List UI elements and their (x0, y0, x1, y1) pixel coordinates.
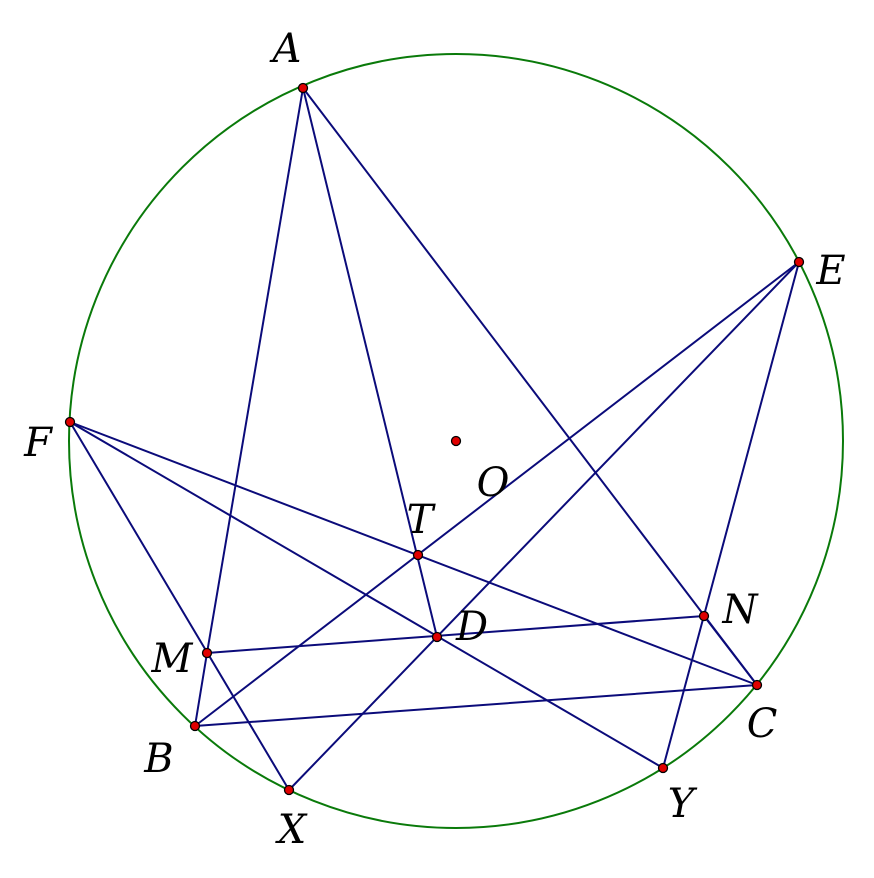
segment-mn (206, 615, 705, 654)
point-c (751, 679, 763, 691)
points (64, 82, 805, 796)
point-d (431, 631, 443, 643)
label-b: B (143, 736, 173, 782)
label-d: D (455, 604, 488, 650)
segment-ey (662, 261, 800, 769)
circumcircle (68, 53, 844, 829)
point-o (450, 435, 462, 447)
point-t (412, 549, 424, 561)
point-y (657, 762, 669, 774)
point-e (793, 256, 805, 268)
label-f: F (23, 420, 53, 466)
point-f (64, 416, 76, 428)
segment-be (194, 261, 800, 727)
label-y: Y (668, 781, 698, 827)
point-n (698, 610, 710, 622)
point-a (297, 82, 309, 94)
segment-ex (288, 261, 800, 791)
label-c: C (747, 701, 778, 747)
segment-fx (69, 421, 290, 791)
label-a: A (269, 26, 302, 72)
segment-nc (703, 615, 758, 686)
label-o: O (477, 460, 510, 506)
point-x (283, 784, 295, 796)
segment-ac (302, 87, 758, 686)
label-x: X (275, 807, 308, 853)
point-b (189, 720, 201, 732)
segment-ad (302, 87, 438, 638)
segment-bc (194, 684, 758, 727)
label-t: T (407, 497, 437, 543)
point-m (201, 647, 213, 659)
label-n: N (722, 587, 760, 633)
label-m: M (151, 636, 194, 682)
point-labels: A E F OT N D M C B Y X (23, 26, 845, 853)
segment-bm (194, 652, 208, 727)
segment-fy (69, 421, 664, 769)
segments (69, 87, 800, 791)
segment-am (206, 87, 304, 654)
label-e: E (815, 248, 845, 294)
